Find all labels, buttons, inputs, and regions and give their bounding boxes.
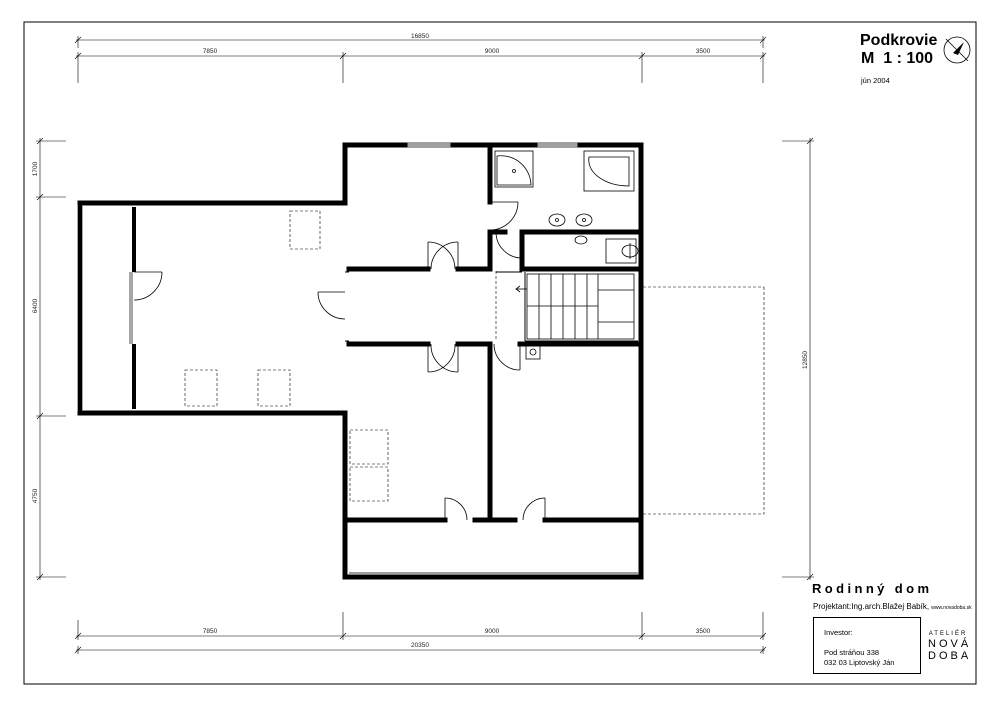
north-arrow-icon <box>943 36 971 64</box>
investor-box: Investor: Pod stráňou 338 032 03 Liptovs… <box>813 617 921 674</box>
architect-web: www.novadoba.sk <box>931 605 972 611</box>
dim-bottom-3: 3500 <box>696 628 711 635</box>
architect-line: Projektant:Ing.arch.Blažej Babík, www.no… <box>813 602 972 611</box>
dim-top-3: 3500 <box>696 48 711 55</box>
left-wing-walls <box>78 203 136 413</box>
atelier-logo: ATELIÉR NOVÁ DOBA <box>928 630 968 662</box>
architect-name: Projektant:Ing.arch.Blažej Babík, <box>813 602 930 611</box>
windows <box>77 142 638 576</box>
sheet-date: jún 2004 <box>861 76 890 85</box>
address-line1: Pod stráňou 338 <box>824 648 880 657</box>
sheet-title: Podkrovie <box>860 32 938 49</box>
dim-left-1: 1700 <box>32 161 39 176</box>
dim-left-3: 4750 <box>32 488 39 503</box>
investor-label: Investor: <box>824 628 853 637</box>
fixtures <box>494 150 639 360</box>
dim-top-total: 16850 <box>411 33 429 40</box>
dim-bottom-total: 20350 <box>411 642 429 649</box>
house-name: Rodinný dom <box>812 581 933 596</box>
logo-line1: ATELIÉR <box>928 631 968 637</box>
dim-top-1: 7850 <box>203 48 218 55</box>
dashed-outlines <box>184 210 765 515</box>
dim-left-2: 6400 <box>32 298 39 313</box>
dim-bottom-1: 7850 <box>203 628 218 635</box>
logo-line2: NOVÁ <box>928 638 972 650</box>
dim-top-2: 9000 <box>485 48 500 55</box>
corridor-lines <box>345 271 638 342</box>
dim-right-1: 12850 <box>802 351 809 369</box>
dimension-lines <box>36 36 814 654</box>
sheet-scale: M 1 : 100 <box>861 50 934 67</box>
address-line2: 032 03 Liptovský Ján <box>824 658 895 667</box>
doors <box>133 201 546 521</box>
logo-line3: DOBA <box>928 650 972 662</box>
sheet-border <box>23 21 977 685</box>
walls <box>77 142 644 580</box>
dim-bottom-2: 9000 <box>485 628 500 635</box>
